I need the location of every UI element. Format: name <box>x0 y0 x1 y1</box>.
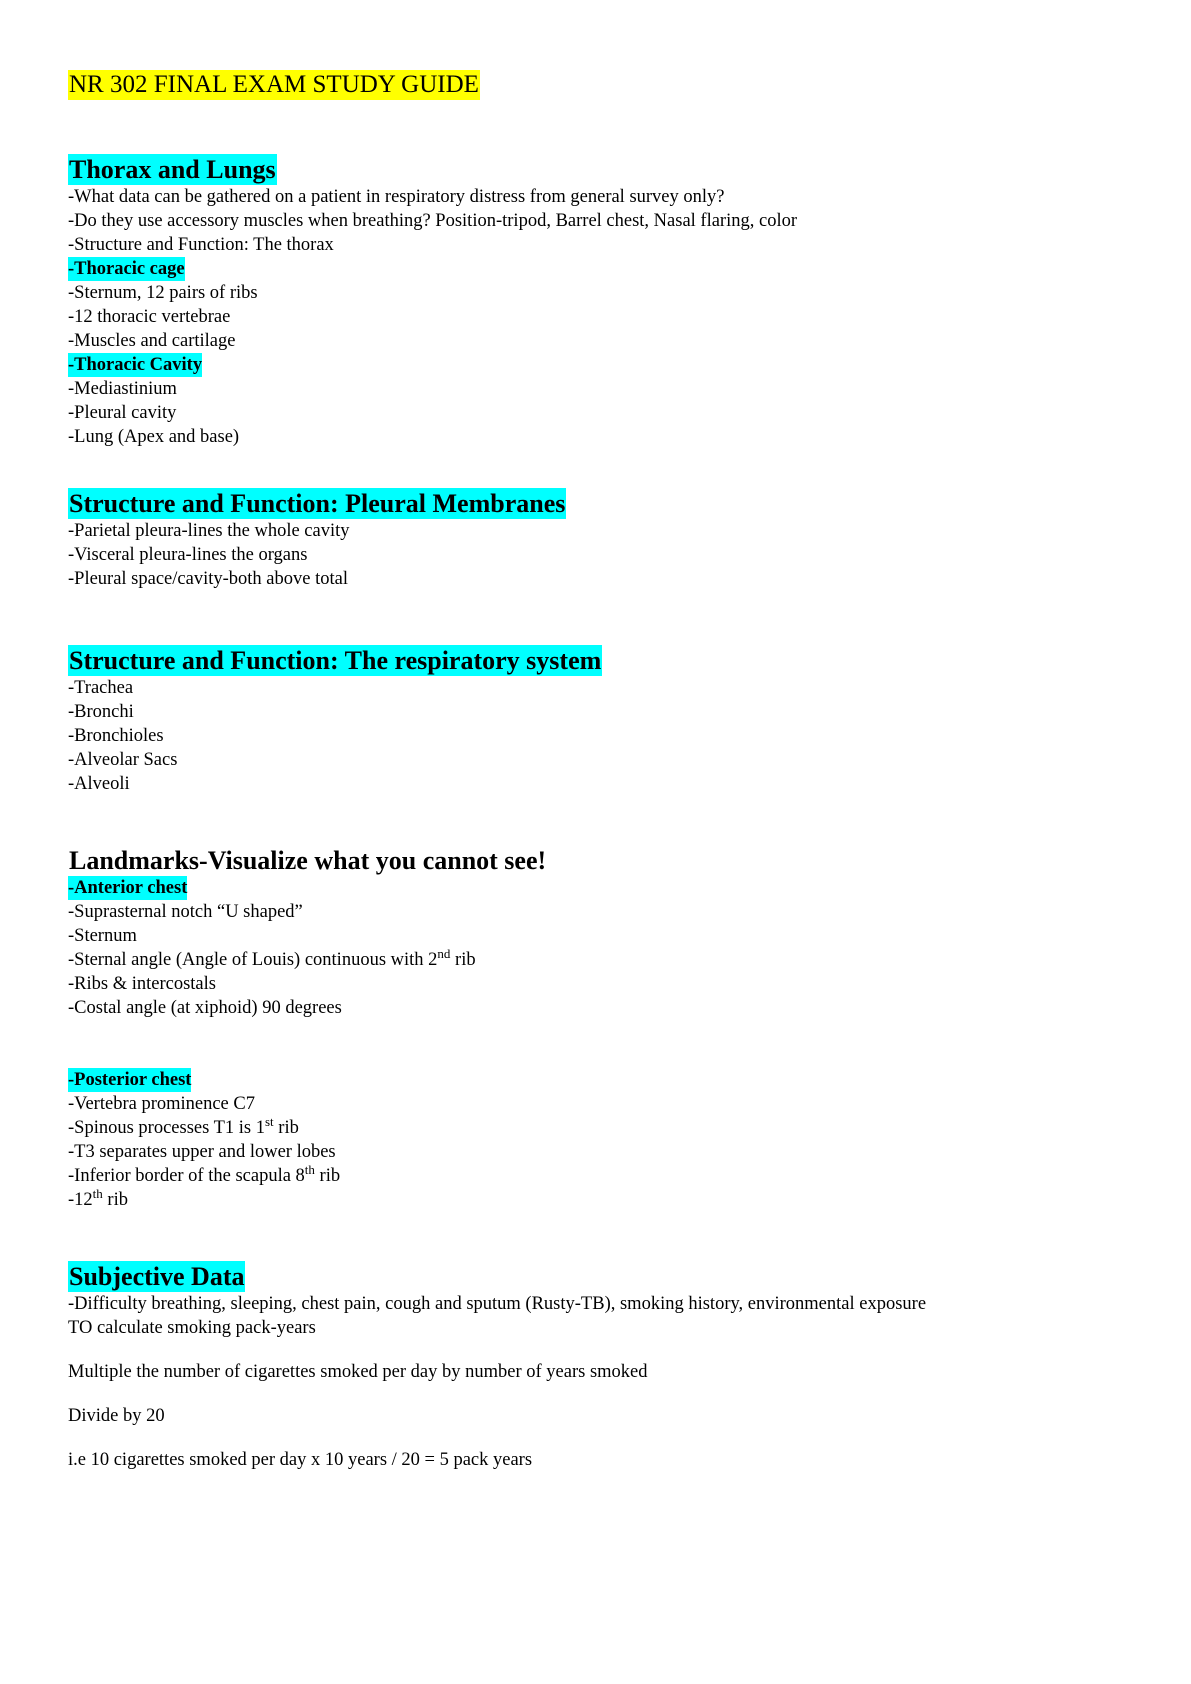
paragraph: Multiple the number of cigarettes smoked… <box>68 1362 648 1382</box>
section-respiratory-system: Structure and Function: The respiratory … <box>68 645 1128 796</box>
text-line: -Trachea <box>68 678 134 698</box>
text-line-scapula: -Inferior border of the scapula 8th rib <box>68 1162 341 1186</box>
text-line: -Difficulty breathing, sleeping, chest p… <box>68 1294 927 1314</box>
text-line: -Parietal pleura-lines the whole cavity <box>68 521 350 541</box>
text-line: -T3 separates upper and lower lobes <box>68 1142 336 1162</box>
text-line-spinous: -Spinous processes T1 is 1st rib <box>68 1114 299 1138</box>
text-line: -Bronchi <box>68 702 134 722</box>
text-line: -Visceral pleura-lines the organs <box>68 545 308 565</box>
text-line: -Sternum <box>68 926 137 946</box>
text-line: -Alveolar Sacs <box>68 750 178 770</box>
subheading-thoracic-cavity: -Thoracic Cavity <box>68 353 203 377</box>
text-line-sternal-angle: -Sternal angle (Angle of Louis) continuo… <box>68 946 476 970</box>
text-line: -Pleural space/cavity-both above total <box>68 569 348 589</box>
text-line: -Lung (Apex and base) <box>68 427 240 447</box>
section-thorax-lungs: Thorax and Lungs -What data can be gathe… <box>68 154 1128 449</box>
text-line: -12 thoracic vertebrae <box>68 307 231 327</box>
section-heading: Subjective Data <box>68 1261 246 1292</box>
text-line: -Pleural cavity <box>68 403 177 423</box>
text-line: -Bronchioles <box>68 726 164 746</box>
text-line: -Structure and Function: The thorax <box>68 235 334 255</box>
paragraph: Divide by 20 <box>68 1406 165 1426</box>
subheading-anterior-chest: -Anterior chest <box>68 876 188 900</box>
section-landmarks: Landmarks-Visualize what you cannot see!… <box>68 845 1128 1020</box>
text-line: -Muscles and cartilage <box>68 331 236 351</box>
subheading-posterior-chest: -Posterior chest <box>68 1068 192 1092</box>
text-line: -Do they use accessory muscles when brea… <box>68 211 797 231</box>
section-subjective-data: Subjective Data -Difficulty breathing, s… <box>68 1261 1128 1472</box>
text-line: -What data can be gathered on a patient … <box>68 187 725 207</box>
subheading-thoracic-cage: -Thoracic cage <box>68 257 185 281</box>
text-line: -Ribs & intercostals <box>68 974 216 994</box>
text-line-twelfth-rib: -12th rib <box>68 1186 128 1210</box>
text-line: -Mediastinium <box>68 379 177 399</box>
text-line: -Alveoli <box>68 774 130 794</box>
text-line: -Suprasternal notch “U shaped” <box>68 902 303 922</box>
document-title: NR 302 FINAL EXAM STUDY GUIDE <box>68 70 480 100</box>
section-heading: Thorax and Lungs <box>68 154 277 185</box>
section-heading: Structure and Function: Pleural Membrane… <box>68 488 567 519</box>
section-posterior-chest: -Posterior chest -Vertebra prominence C7… <box>68 1068 1128 1212</box>
text-line: -Vertebra prominence C7 <box>68 1094 255 1114</box>
section-heading: Landmarks-Visualize what you cannot see! <box>69 846 547 875</box>
section-heading: Structure and Function: The respiratory … <box>68 645 603 676</box>
paragraph: i.e 10 cigarettes smoked per day x 10 ye… <box>68 1450 533 1470</box>
text-line: -Costal angle (at xiphoid) 90 degrees <box>68 998 342 1018</box>
text-line: TO calculate smoking pack-years <box>68 1318 316 1338</box>
section-pleural-membranes: Structure and Function: Pleural Membrane… <box>68 488 1128 591</box>
text-line: -Sternum, 12 pairs of ribs <box>68 283 258 303</box>
